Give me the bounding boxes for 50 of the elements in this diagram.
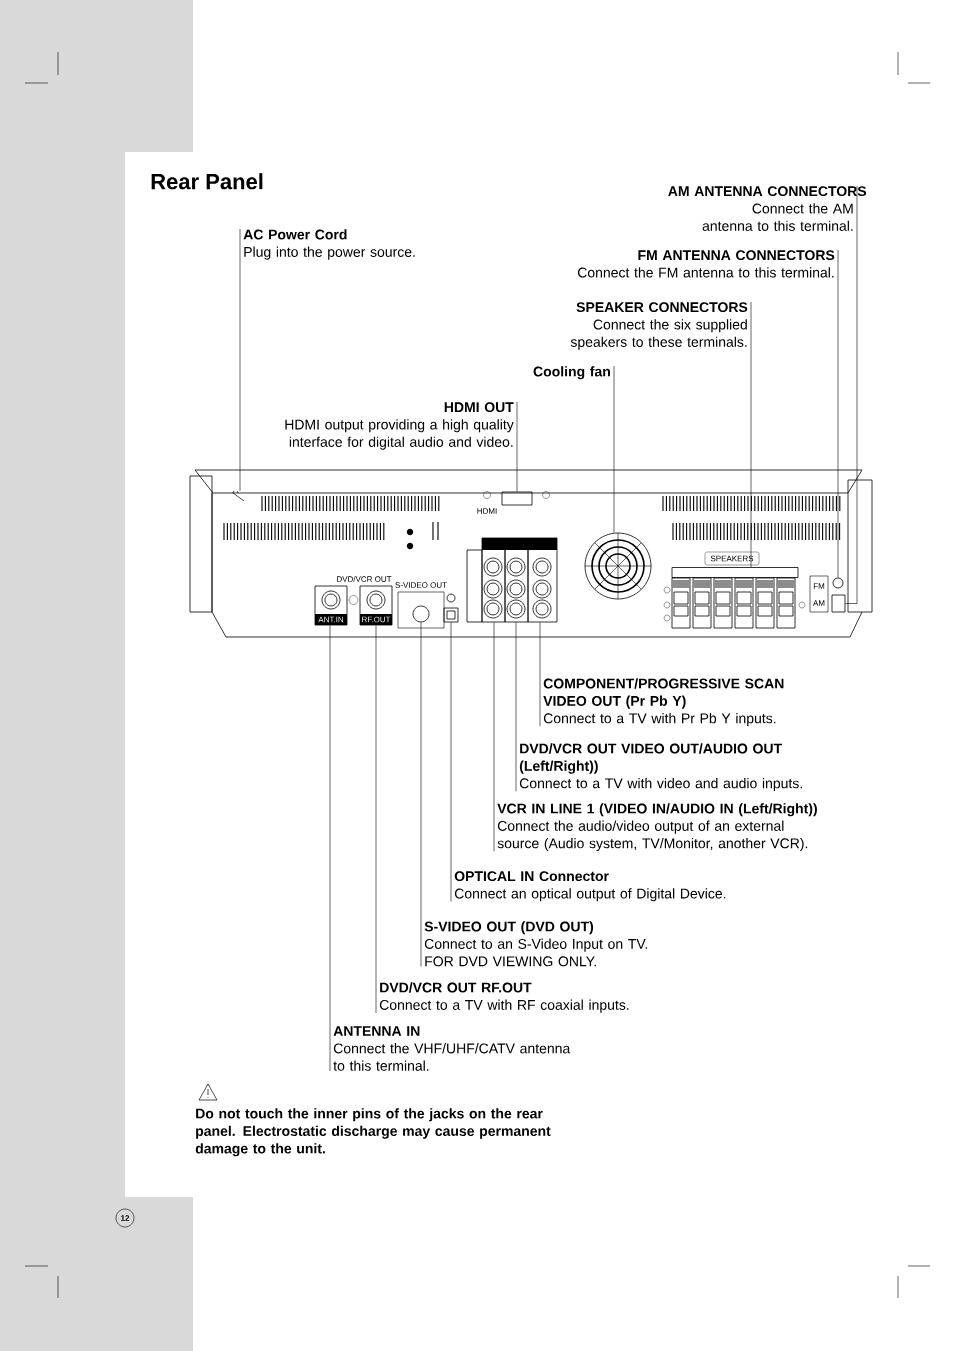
connector-box bbox=[359, 585, 393, 626]
warning-text: Do not touch the inner pins of the jacks on the rear panel. Electrostatic discharge may cause permanent damage to the unit. bbox=[195, 1108, 551, 1157]
leader-line bbox=[239, 228, 241, 492]
leader-line bbox=[329, 625, 331, 1072]
callout-text: AC Power Cord Plug into the power source. bbox=[243, 229, 415, 260]
leader-line bbox=[450, 622, 452, 902]
callout-text: SPEAKER CONNECTORS Connect the six supplied speakers to these terminals. bbox=[570, 302, 748, 350]
connector-box bbox=[481, 537, 506, 623]
callout-text: VCR IN LINE 1 (VIDEO IN/AUDIO IN (Left/Right)) Connect the audio/video output of an external source (Audio system, TV/Monitor, another VCR). bbox=[497, 803, 817, 852]
connector-box bbox=[501, 491, 533, 506]
leader-line bbox=[515, 622, 517, 792]
panel-label: AM bbox=[813, 600, 825, 606]
panel-label: HDMI bbox=[477, 508, 497, 514]
callout-text: HDMI OUT HDMI output providing a high quality interface for digital audio and video. bbox=[285, 402, 514, 450]
connector-box bbox=[504, 537, 529, 623]
leader-line bbox=[420, 622, 422, 967]
panel-label: FM bbox=[813, 583, 825, 589]
jack bbox=[584, 532, 652, 600]
jack bbox=[412, 605, 430, 623]
callout-text: COMPONENT/PROGRESSIVE SCAN VIDEO OUT (Pr Pb Y) Connect to a TV with Pr Pb Y inputs. bbox=[543, 678, 784, 727]
leader-line bbox=[750, 301, 752, 568]
connector-box bbox=[671, 567, 799, 578]
leader-line bbox=[493, 622, 495, 852]
callout-text: ANTENNA IN Connect the VHF/UHF/CATV antenna to this terminal. bbox=[333, 1026, 571, 1071]
panel-label: ANT.IN bbox=[318, 616, 344, 623]
callout-text: AM ANTENNA CONNECTORS Connect the AM antenna to this terminal. bbox=[668, 186, 867, 231]
callout-text: S-VIDEO OUT (DVD OUT) Connect to an S-Video Input on TV. FOR DVD VIEWING ONLY. bbox=[424, 921, 648, 967]
callout-text: OPTICAL IN Connector Connect an optical output of Digital Device. bbox=[454, 871, 726, 902]
connector-box bbox=[527, 537, 558, 623]
callout-text: DVD/VCR OUT RF.OUT Connect to a TV with RF coaxial inputs. bbox=[379, 982, 629, 1013]
panel-label: S-VIDEO OUT bbox=[395, 582, 447, 588]
leader-line bbox=[613, 365, 615, 533]
callout-text: FM ANTENNA CONNECTORS Connect the FM antenna to this terminal. bbox=[577, 250, 835, 278]
panel-label: RF.OUT bbox=[362, 616, 391, 623]
leader-line bbox=[845, 185, 858, 604]
callout-text: DVD/VCR OUT VIDEO OUT/AUDIO OUT (Left/Right)) Connect to a TV with video and audio inputs. bbox=[519, 743, 802, 792]
leader-line bbox=[516, 401, 518, 492]
page-number: 12 bbox=[115, 1208, 135, 1228]
jack bbox=[832, 577, 844, 589]
panel-label: SPEAKERS bbox=[710, 555, 754, 562]
title: Rear Panel bbox=[151, 173, 263, 190]
leader-line bbox=[539, 622, 541, 727]
panel-label: DVD/VCR OUT bbox=[337, 576, 392, 582]
cord-plug bbox=[232, 491, 244, 501]
connector-box bbox=[831, 594, 846, 613]
leader-line bbox=[375, 625, 377, 1014]
connector-box bbox=[314, 585, 348, 626]
connector-box bbox=[443, 607, 459, 623]
leader-line bbox=[837, 249, 839, 578]
callout-text: Cooling fan bbox=[533, 366, 610, 380]
